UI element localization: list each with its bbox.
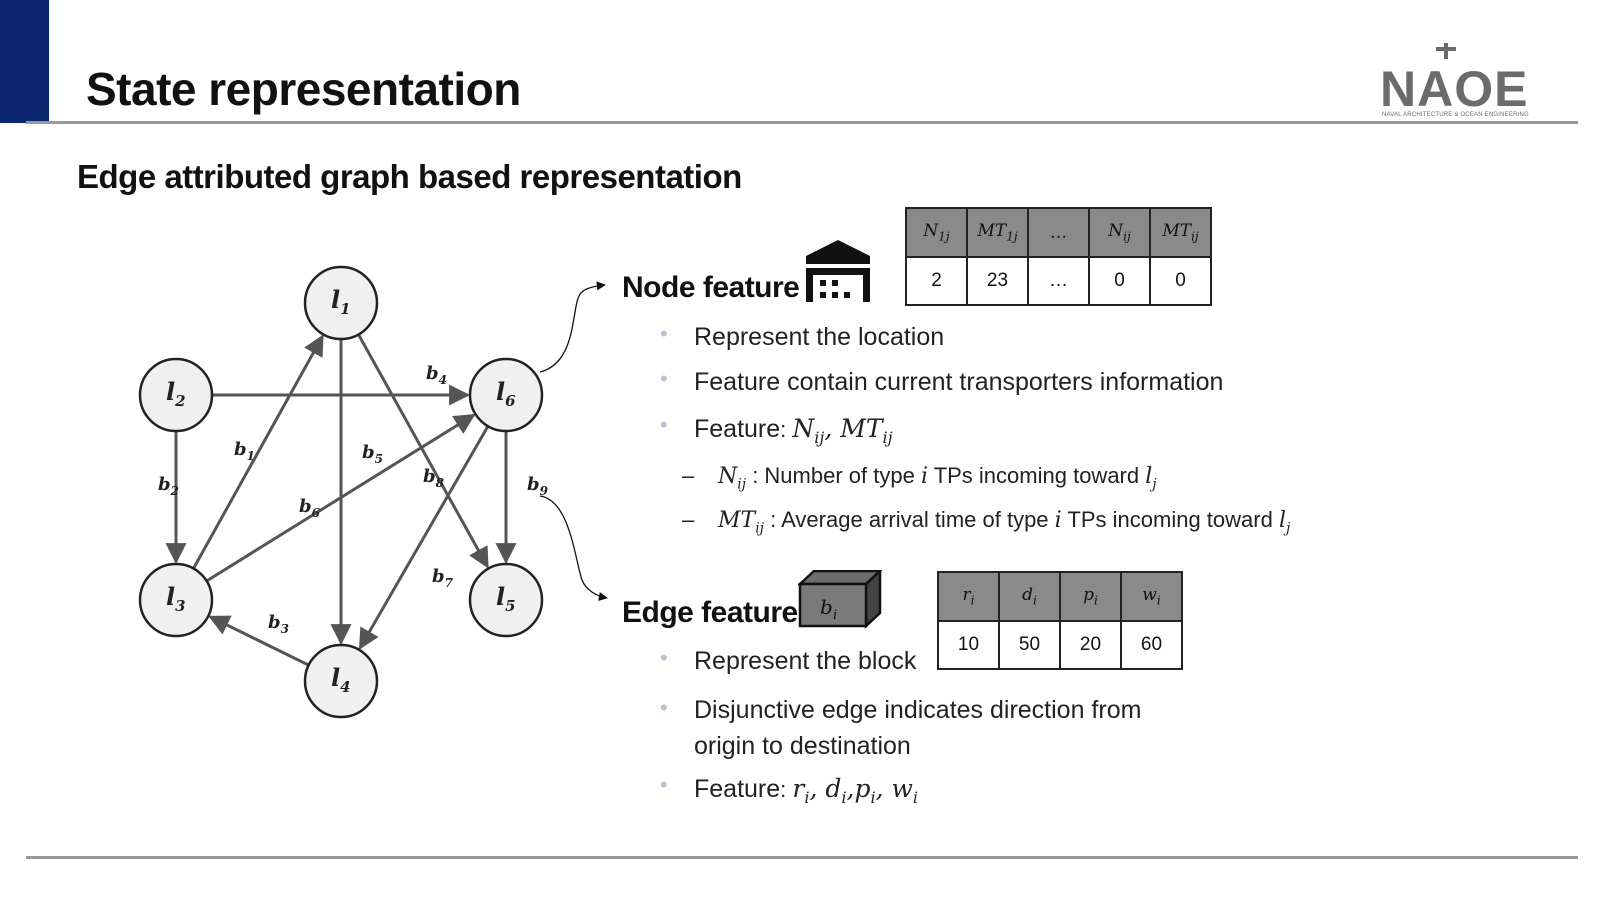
edge-b8 [357,333,489,569]
node-circle-l2 [138,357,214,433]
node-table-header-1: MT1j [966,207,1029,258]
edge-table-header-1: di [998,571,1061,622]
edge-bullet-1: Represent the block [660,645,916,676]
node-circle-l1 [303,265,379,341]
edge-table-header-2: pi [1059,571,1122,622]
node-sub-1-text: Number of type i TPs incoming toward lj [764,463,1157,493]
node-label-l3: l3 [166,582,186,615]
node-l2: l2 [138,357,214,433]
edge-feature-prefix: Feature [694,775,781,803]
edge-label-b1: b1 [234,439,255,463]
node-table-value-0: 2 [905,256,968,306]
node-bullet-1: Represent the location [660,321,944,352]
node-table-header-4: MTij [1149,207,1212,258]
edge-feature-connector [539,495,608,602]
node-table-value-3: 0 [1088,256,1151,306]
svg-text:i: i [833,608,837,623]
edge-table-value-3: 60 [1120,620,1183,670]
node-feature-title: Node feature [622,271,800,304]
edge-label-b7: b7 [432,566,454,590]
node-feature-prefix: Feature [694,415,781,443]
edge-label-b6: b6 [299,496,321,520]
naoe-logo: NAOE NAVAL ARCHITECTURE & OCEAN ENGINEER… [1380,42,1540,120]
node-label-l4: l4 [331,663,351,696]
node-circle-l3 [138,562,214,638]
edge-label-b3: b3 [268,612,289,636]
page-title: State representation [86,63,521,115]
logo-wordmark: NAOE [1380,61,1529,117]
edge-b1 [192,334,324,570]
node-table-value-4: 0 [1149,256,1212,306]
node-table-value-2: … [1027,256,1090,306]
factory-icon [806,240,870,302]
edge-b3 [208,615,310,667]
edge-b6 [205,413,476,583]
edge-bullet-3: Feature: ri, di,pi, wi [660,772,919,807]
edge-table-value-2: 20 [1059,620,1122,670]
node-sub-1: Nij : Number of type i TPs incoming towa… [682,463,1157,493]
edge-table-header-3: wi [1120,571,1183,622]
node-sub-2-text: Average arrival time of type i TPs incom… [781,507,1291,537]
node-label-l2: l2 [166,377,186,410]
nodes-layer: l1 l2 l3 l4 l5 l6 [138,265,544,719]
edge-feature-title: Edge feature [622,596,798,629]
edge-feature-math: ri, di,pi, wi [792,774,919,807]
svg-text:b: b [820,595,833,619]
edge-label-b8: b8 [423,466,445,490]
node-label-l5: l5 [496,582,516,615]
edge-table-value-1: 50 [998,620,1061,670]
node-l4: l4 [303,643,379,719]
node-l5: l5 [468,562,544,638]
node-table-header-0: N1j [905,207,968,258]
node-circle-l4 [303,643,379,719]
logo-mark-icon [1436,43,1456,59]
node-label-l6: l6 [496,377,516,410]
section-title: Edge attributed graph based representati… [77,158,742,195]
node-sub-2: MTij : Average arrival time of type i TP… [682,507,1291,537]
node-table-header-2: … [1027,207,1090,258]
block-cube-icon: b i [798,570,882,629]
node-l1: l1 [303,265,379,341]
edge-label-b2: b2 [158,474,179,498]
logo-tagline: NAVAL ARCHITECTURE & OCEAN ENGINEERING [1382,112,1529,118]
corner-accent-bar [0,0,49,123]
edge-label-b5: b5 [362,442,383,466]
edges-layer [165,333,517,667]
node-table-value-1: 23 [966,256,1029,306]
node-bullet-3: Feature: Nij, MTij [660,412,893,447]
node-l6: l6 [468,357,544,433]
node-l3: l3 [138,562,214,638]
node-table-header-3: Nij [1088,207,1151,258]
edge-table-header-0: ri [937,571,1000,622]
footer-divider [26,856,1578,859]
header-divider [26,121,1578,124]
edge-label-b4: b4 [426,363,447,387]
node-feature-connector [539,281,606,373]
edge-label-b9: b9 [527,474,549,498]
edge-table-value-0: 10 [937,620,1000,670]
node-circle-l6 [468,357,544,433]
node-label-l1: l1 [331,285,351,318]
edge-b7 [358,425,490,650]
edge-labels-layer: b1 b2 b3 b4 b5 b6 b7 b8 b9 [158,363,549,636]
node-circle-l5 [468,562,544,638]
node-feature-math: Nij, MTij [792,414,893,447]
edge-bullet-2: Disjunctive edge indicates direction fro… [660,690,1174,764]
node-bullet-2: Feature contain current transporters inf… [660,366,1223,397]
